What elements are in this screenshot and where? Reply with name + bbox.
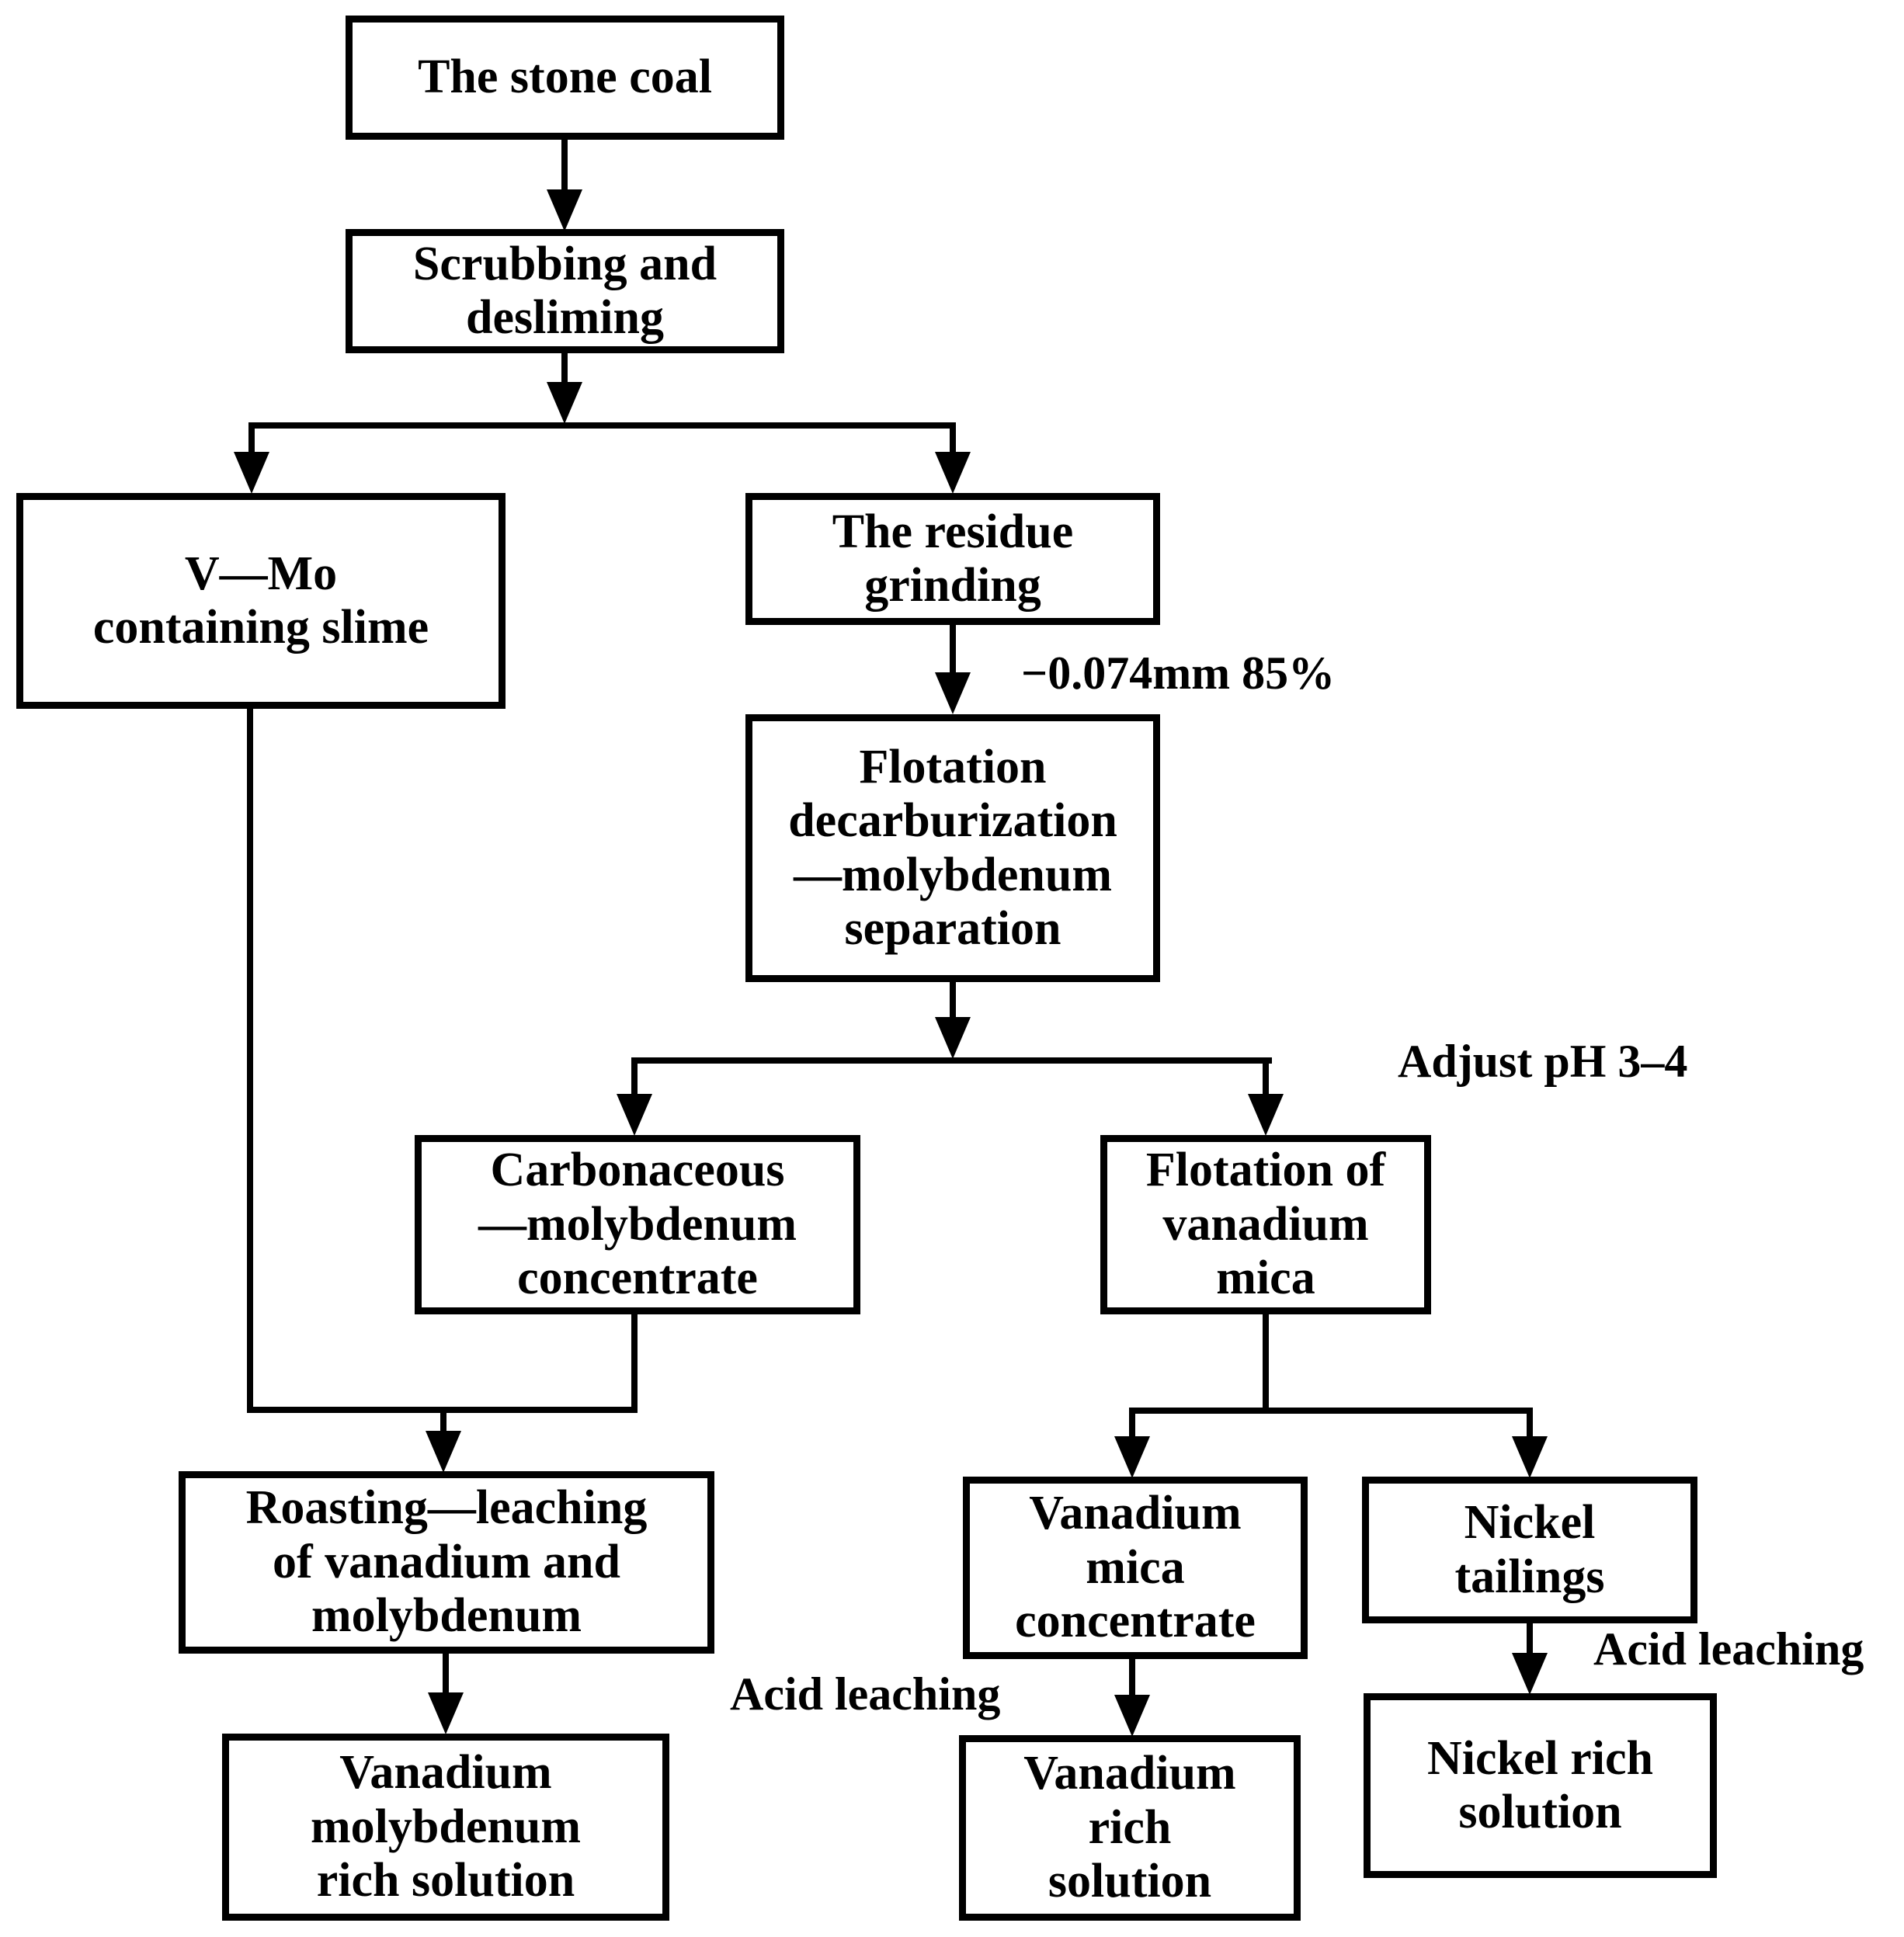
- flow-arrowhead: [1114, 1695, 1150, 1737]
- flow-arrowhead: [935, 672, 971, 714]
- flow-line: [950, 982, 956, 1018]
- flow-line: [1129, 1659, 1135, 1696]
- node-scrubbing-desliming: Scrubbing and desliming: [346, 229, 784, 353]
- flow-line: [247, 709, 253, 1413]
- acid-leaching-left-label: Acid leaching: [730, 1668, 1001, 1720]
- node-flotation-of-vanadium-mica: Flotation of vanadium mica: [1100, 1135, 1431, 1314]
- adjust-ph-label: Adjust pH 3–4: [1398, 1036, 1688, 1087]
- node-v-mo-containing-slime: V—Mo containing slime: [16, 493, 506, 709]
- flow-line: [631, 1057, 638, 1095]
- flow-line: [1129, 1408, 1533, 1414]
- flow-line: [440, 1413, 446, 1432]
- flow-line: [248, 422, 956, 429]
- flow-line: [1527, 1623, 1533, 1654]
- node-vanadium-mica-concentrate: Vanadium mica concentrate: [963, 1477, 1308, 1659]
- flow-arrowhead: [547, 382, 582, 424]
- flow-line: [1263, 1057, 1269, 1095]
- flow-line: [247, 1407, 638, 1413]
- flow-arrowhead: [935, 1017, 971, 1059]
- flow-line: [561, 353, 568, 384]
- flow-arrowhead: [935, 452, 971, 494]
- flow-arrowhead: [1248, 1094, 1284, 1136]
- acid-leaching-right-label: Acid leaching: [1593, 1623, 1864, 1675]
- flow-line: [1527, 1408, 1533, 1438]
- node-vanadium-rich-solution: Vanadium rich solution: [959, 1735, 1301, 1921]
- flow-line: [1263, 1314, 1269, 1411]
- flow-arrowhead: [234, 452, 269, 494]
- flow-arrowhead: [617, 1094, 652, 1136]
- flow-arrowhead: [428, 1692, 464, 1734]
- flow-line: [631, 1057, 1272, 1064]
- node-residue-grinding: The residue grinding: [745, 493, 1160, 625]
- node-roasting-leaching: Roasting—leaching of vanadium and molybd…: [179, 1471, 714, 1654]
- flow-line: [950, 625, 956, 673]
- flow-line: [248, 422, 255, 453]
- flow-line: [561, 140, 568, 194]
- node-carbonaceous-molybdenum-concentrate: Carbonaceous —molybdenum concentrate: [415, 1135, 860, 1314]
- grind-size-label: −0.074mm 85%: [1021, 647, 1336, 699]
- flow-line: [1129, 1408, 1135, 1438]
- node-flotation-decarburization: Flotation decarburization —molybdenum se…: [745, 714, 1160, 982]
- flow-arrowhead: [1512, 1653, 1548, 1695]
- node-vanadium-molybdenum-rich-solution: Vanadium molybdenum rich solution: [222, 1734, 669, 1921]
- flow-arrowhead: [1114, 1436, 1150, 1478]
- flow-arrowhead: [1512, 1436, 1548, 1478]
- node-stone-coal: The stone coal: [346, 16, 784, 140]
- flow-line: [443, 1654, 449, 1694]
- flow-arrowhead: [426, 1431, 461, 1473]
- node-nickel-tailings: Nickel tailings: [1362, 1477, 1697, 1623]
- flow-arrowhead: [547, 189, 582, 231]
- flow-line: [950, 422, 956, 453]
- flow-line: [631, 1314, 638, 1413]
- node-nickel-rich-solution: Nickel rich solution: [1364, 1693, 1717, 1878]
